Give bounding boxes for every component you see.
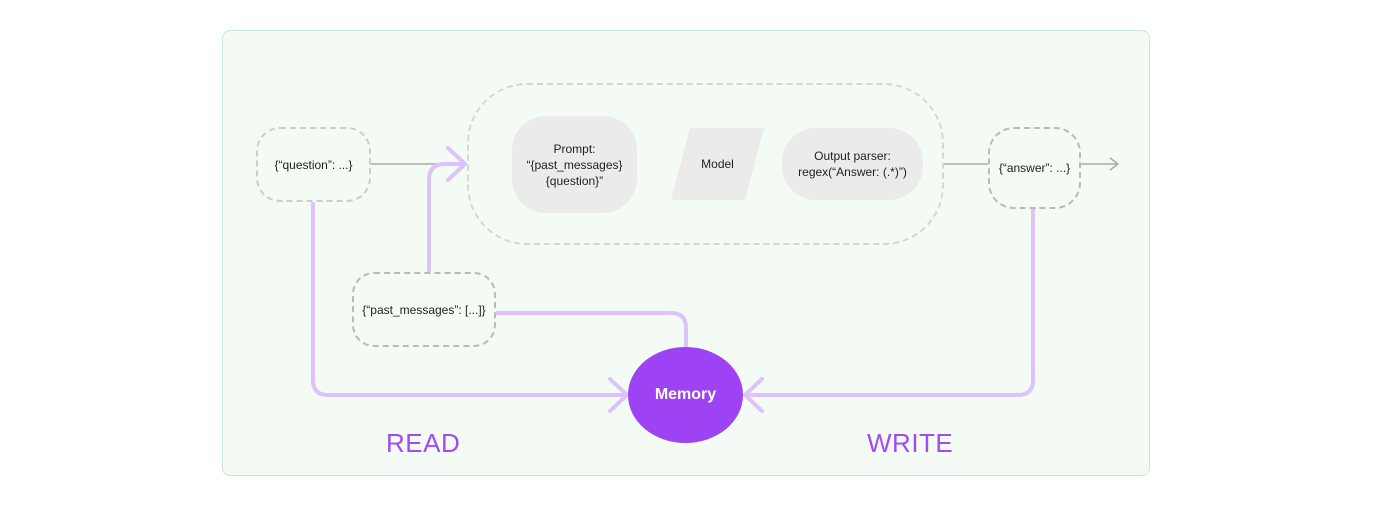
model-node: Model <box>671 128 764 200</box>
past-messages-to-chain-wire <box>427 162 465 272</box>
output-parser-label: Output parser: regex(“Answer: (.*)”) <box>798 149 907 179</box>
read-question-to-memory-wire <box>311 202 627 397</box>
model-shape <box>671 128 764 200</box>
memory-node: Memory <box>628 347 743 443</box>
write-label: WRITE <box>867 428 954 458</box>
past-messages-label: {“past_messages”: [...]} <box>362 302 486 317</box>
question-input-label: {“question”: ...} <box>274 157 353 172</box>
output-parser-node: Output parser: regex(“Answer: (.*)”) <box>782 128 923 200</box>
model-label: Model <box>701 157 734 171</box>
answer-output-label: {“answer”: ...} <box>998 161 1071 175</box>
chain-input-arrowhead <box>446 146 468 182</box>
write-answer-to-memory-wire <box>745 209 1035 397</box>
chain-container <box>467 83 944 245</box>
write-memory-arrowhead <box>742 377 764 413</box>
past-messages-node: {“past_messages”: [...]} <box>352 272 496 347</box>
read-label: READ <box>386 428 461 458</box>
read-memory-arrowhead <box>608 377 630 413</box>
prompt-label: Prompt: “{past_messages} {question}” <box>526 141 623 188</box>
memory-label: Memory <box>654 386 717 403</box>
question-input-node: {“question”: ...} <box>256 127 371 202</box>
answer-output-node: {“answer”: ...} <box>988 127 1081 209</box>
memory-to-past-messages-wire <box>496 311 688 347</box>
prompt-node: Prompt: “{past_messages} {question}” <box>512 116 637 213</box>
answer-output-arrowhead <box>1109 157 1120 171</box>
